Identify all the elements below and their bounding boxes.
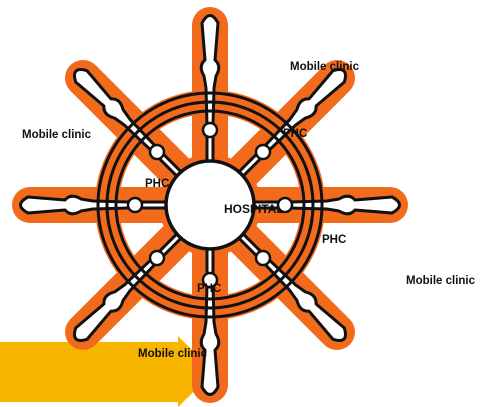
phc-label-right: PHC bbox=[322, 234, 346, 246]
hospital-label: HOSPITAL bbox=[224, 202, 284, 216]
phc-label-left: PHC bbox=[145, 178, 169, 190]
phc-label-upper-right: PHC bbox=[283, 128, 307, 140]
mobile-clinic-label-left: Mobile clinic bbox=[22, 129, 92, 141]
mobile-clinic-label-top-right: Mobile clinic bbox=[290, 61, 360, 73]
mobile-clinic-label-right: Mobile clinic bbox=[406, 275, 476, 287]
arrow-shape bbox=[0, 336, 214, 407]
mobile-clinic-label-bottom: Mobile clinic bbox=[138, 348, 208, 360]
phc-label-bottom: PHC bbox=[197, 283, 221, 295]
